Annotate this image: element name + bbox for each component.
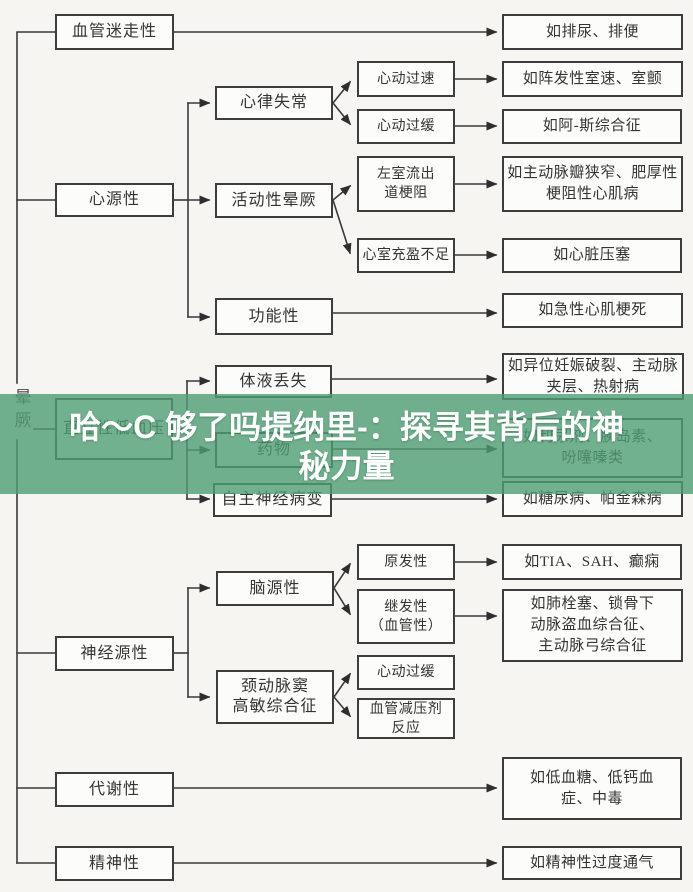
- node-bradycardia-2: 心动过缓: [357, 655, 455, 690]
- node-cardiogenic: 心源性: [55, 183, 174, 217]
- node-example-urination: 如排尿、排便: [502, 14, 683, 50]
- node-example-ectopic-pregnancy: 如异位妊娠破裂、主动脉 夹层、热射病: [502, 353, 684, 400]
- node-tachycardia: 心动过速: [357, 61, 455, 97]
- node-secondary-vascular: 继发性 （血管性）: [357, 589, 455, 644]
- fork-carotid-sinus: [332, 672, 352, 718]
- fork-activity-syncope: [331, 184, 352, 255]
- banner-title-line1: 哈～C 够了吗提纳里-：探寻其背后的神: [69, 409, 624, 445]
- node-bradycardia: 心动过缓: [357, 109, 455, 144]
- node-example-adams-stokes: 如阿-斯综合征: [502, 109, 682, 144]
- node-lvot-obstruction: 左室流出 道梗阻: [357, 156, 455, 212]
- node-example-hyperventilation: 如精神性过度通气: [502, 846, 682, 880]
- node-ventricular-filling-deficit: 心室充盈不足: [357, 238, 455, 273]
- node-example-pulmonary-embolism: 如肺栓塞、锁骨下 动脉盗血综合征、 主动脉弓综合征: [502, 589, 683, 662]
- node-fluid-loss: 体液丢失: [215, 365, 332, 398]
- node-psychiatric: 精神性: [55, 846, 174, 881]
- fork-brain-origin: [332, 562, 352, 616]
- node-example-vt-vf: 如阵发性室速、室颤: [502, 61, 683, 97]
- node-metabolic: 代谢性: [55, 772, 174, 807]
- title-banner-overlay: 哈～C 够了吗提纳里-：探寻其背后的神 秘力量: [0, 394, 693, 494]
- node-example-cardiac-tamponade: 如心脏压塞: [502, 238, 682, 273]
- fork-arrhythmia: [331, 80, 352, 126]
- node-activity-syncope: 活动性晕厥: [215, 183, 333, 218]
- node-arrhythmia: 心律失常: [215, 86, 333, 120]
- node-vasovagal: 血管迷走性: [55, 14, 174, 50]
- node-example-tia-sah: 如TIA、SAH、癫痫: [502, 544, 682, 580]
- node-example-acute-mi: 如急性心肌梗死: [502, 293, 683, 328]
- banner-title-line2: 秘力量: [298, 448, 395, 484]
- node-example-hypoglycemia: 如低血糖、低钙血 症、中毒: [502, 757, 682, 820]
- node-example-aortic-stenosis: 如主动脉瓣狭窄、肥厚性 梗阻性心肌病: [502, 156, 683, 212]
- node-vasodepressor-reaction: 血管减压剂 反应: [357, 698, 455, 739]
- node-neurogenic: 神经源性: [55, 636, 174, 671]
- node-brain-origin: 脑源性: [216, 571, 334, 606]
- node-carotid-sinus-syndrome: 颈动脉窦 高敏综合征: [216, 670, 334, 724]
- node-functional: 功能性: [215, 298, 333, 335]
- branch-neurogenic: [173, 583, 211, 702]
- node-primary: 原发性: [357, 544, 455, 580]
- branch-cardiogenic: [173, 98, 211, 322]
- root-spine: [16, 31, 56, 864]
